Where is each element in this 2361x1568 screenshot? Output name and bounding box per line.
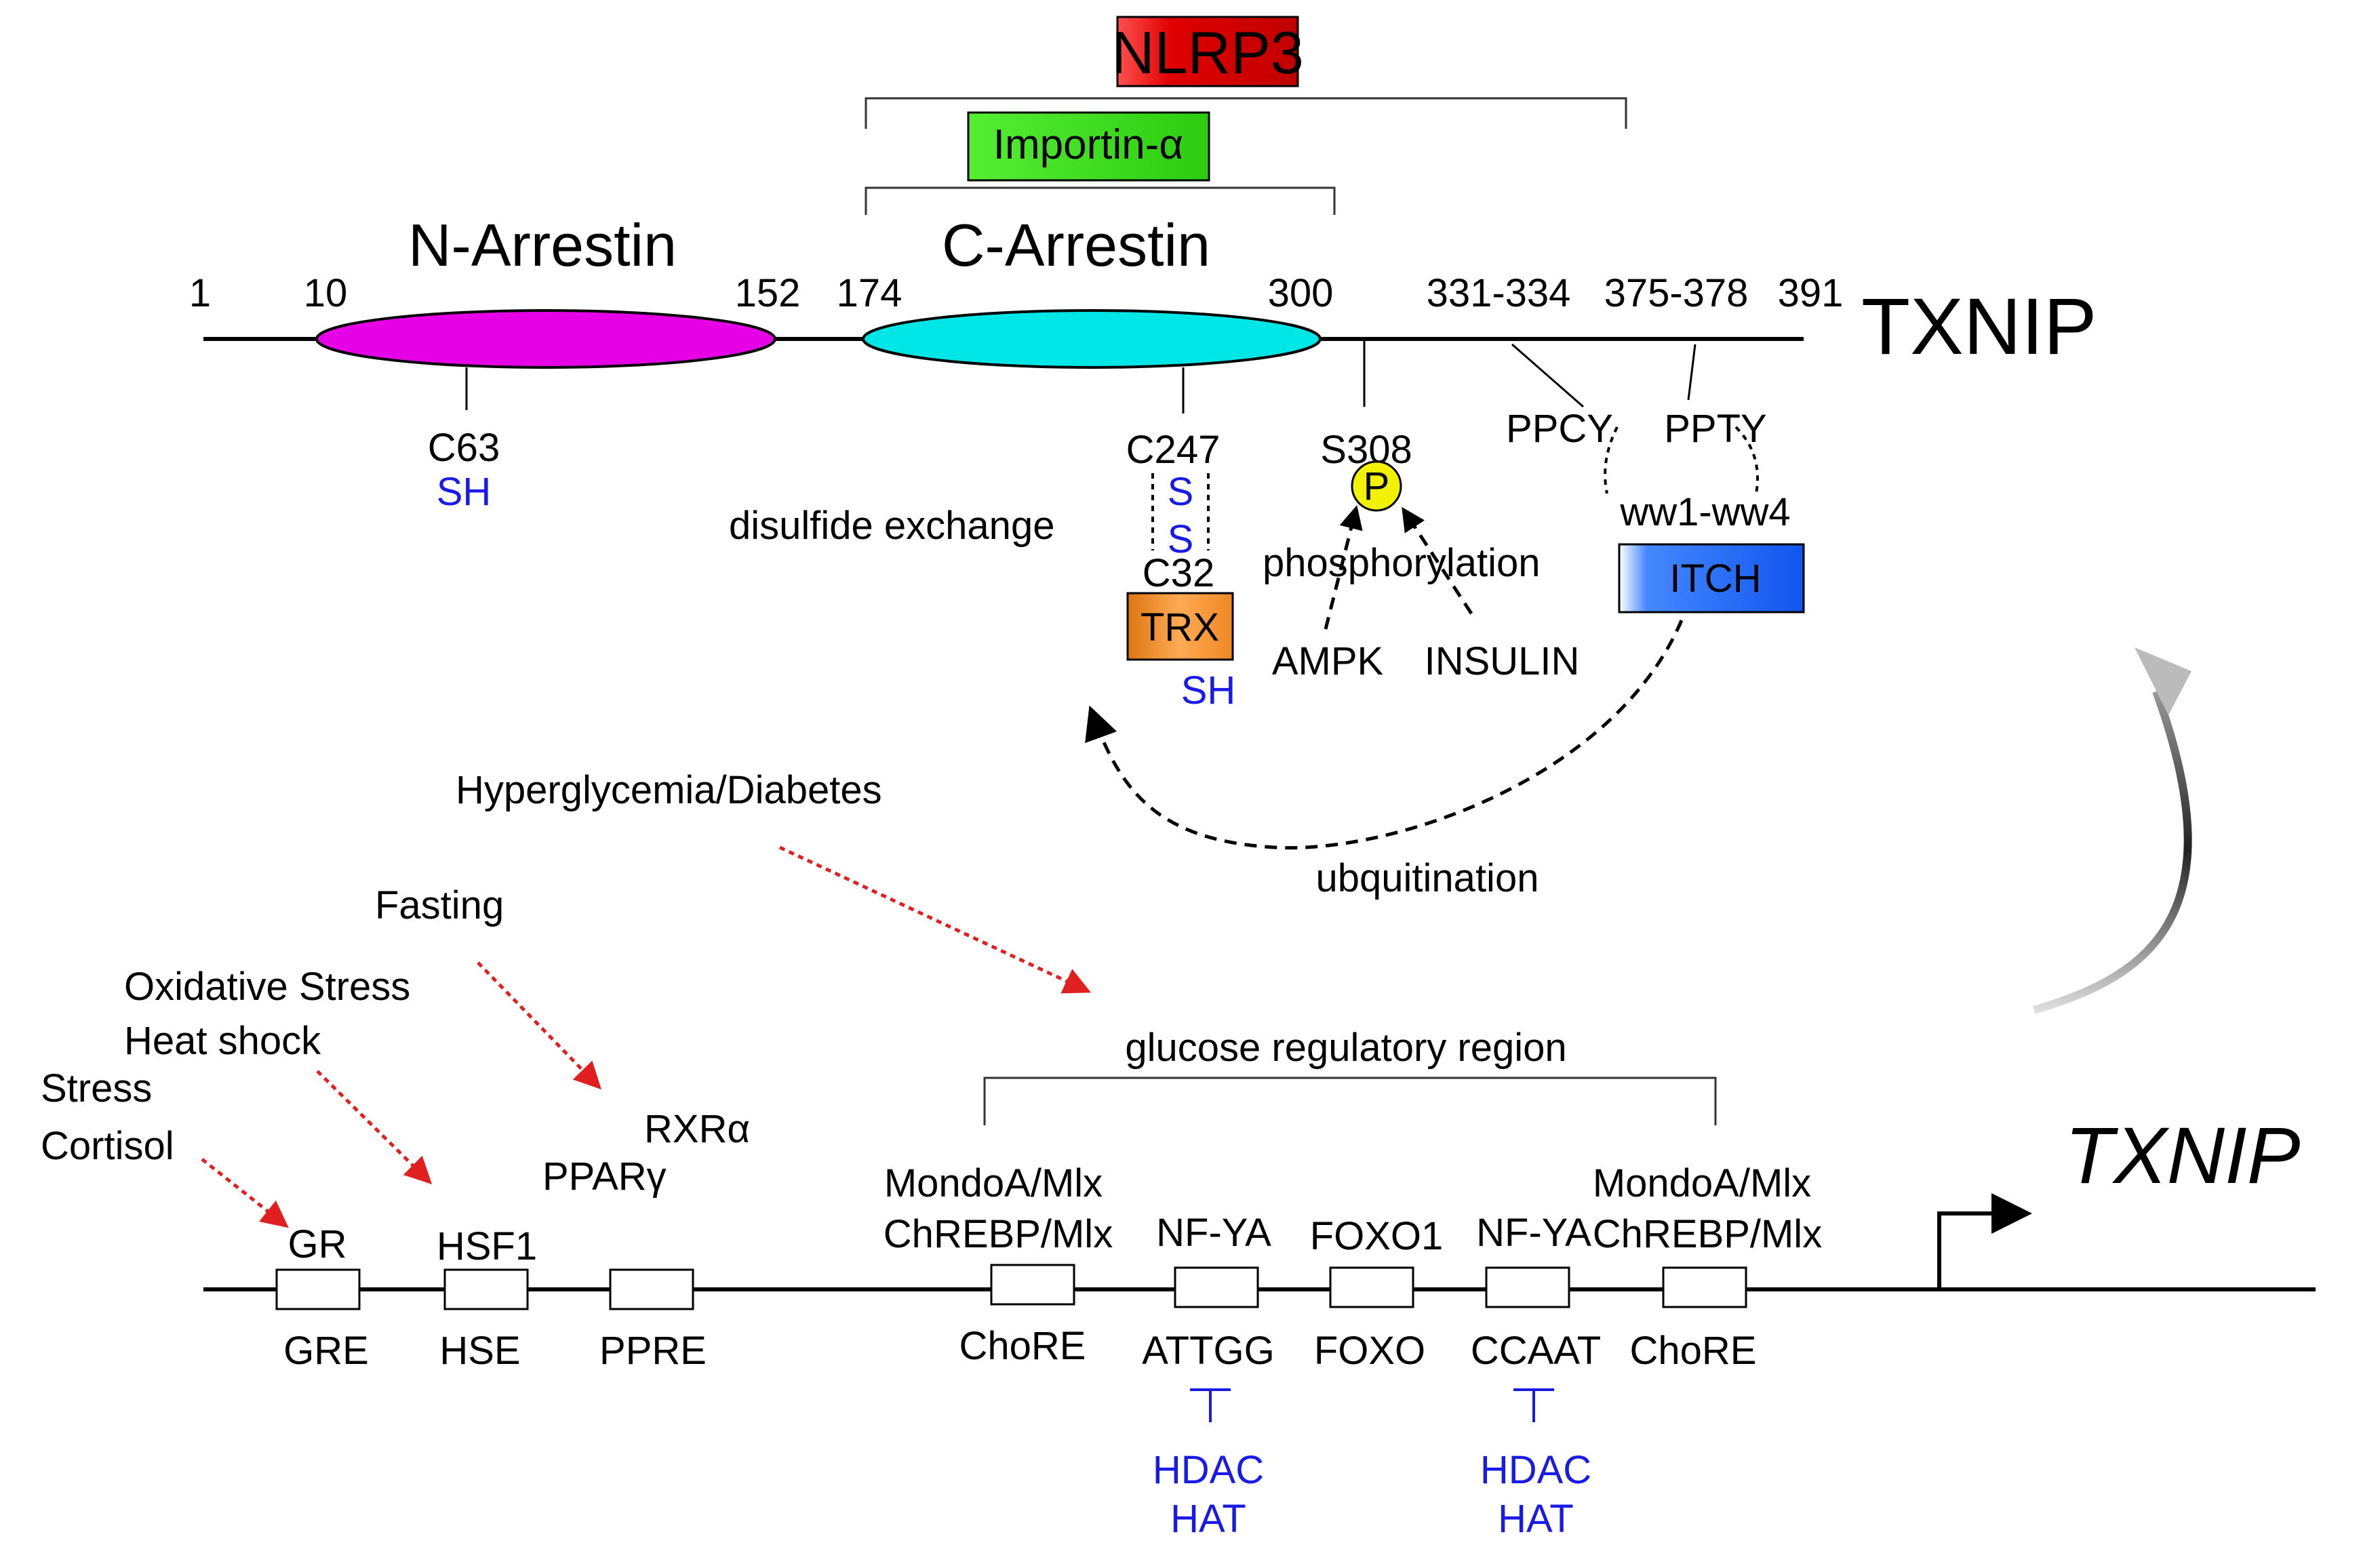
importin-label: Importin-α <box>993 121 1183 168</box>
ppty-tick <box>1687 344 1697 401</box>
hdac-label-1: HDAC <box>1153 1448 1264 1492</box>
ccaat-label: CCAAT <box>1471 1329 1601 1373</box>
ppty-label: PPTY <box>1664 407 1767 451</box>
heat-shock-label: Heat shock <box>124 1019 321 1063</box>
oxidative-stress-label: Oxidative Stress <box>124 965 410 1009</box>
ppty-ww-link <box>1734 426 1759 494</box>
glucose-region-label: glucose regulatory region <box>1125 1026 1566 1070</box>
cortisol-label: Cortisol <box>41 1124 174 1168</box>
c-arrestin-domain <box>862 309 1322 369</box>
fasting-arrow <box>477 961 601 1090</box>
pos-10: 10 <box>304 271 348 315</box>
cortisol-arrow <box>201 1158 289 1228</box>
insulin-label: INSULIN <box>1425 639 1580 683</box>
c63-label: C63 <box>428 426 500 470</box>
expression-arrow <box>2033 689 2192 1014</box>
nlrp3-box <box>1116 16 1299 87</box>
phospho-badge-label: P <box>1364 464 1390 508</box>
oxidative-arrow <box>316 1070 433 1185</box>
mondo-label-2: MondoA/Mlx <box>1593 1161 1811 1205</box>
hsf1-label: HSF1 <box>437 1224 537 1268</box>
phosphorylation-label: phosphorylation <box>1263 541 1541 585</box>
ppcy-tick <box>1511 343 1584 408</box>
importin-bracket <box>865 186 1336 215</box>
pos-300: 300 <box>1268 271 1334 315</box>
pos-375-378: 375-378 <box>1604 271 1749 315</box>
ppre-label: PPRE <box>599 1329 707 1373</box>
itch-label: ITCH <box>1669 557 1761 601</box>
glucose-region-bracket <box>983 1077 1717 1125</box>
sulfur-bottom: S <box>1168 517 1194 561</box>
foxo-label: FOXO <box>1314 1329 1425 1373</box>
ubiquitination-arrow <box>1085 620 1684 850</box>
nfya-label-1: NF-YA <box>1156 1211 1271 1255</box>
hyperglycemia-arrow <box>778 845 1092 994</box>
ppcy-label: PPCY <box>1506 407 1613 451</box>
pos-391: 391 <box>1778 271 1844 315</box>
trx-label: TRX <box>1140 605 1219 649</box>
hdac-label-2: HDAC <box>1480 1448 1591 1492</box>
ppre-site <box>609 1268 694 1310</box>
ww1-ww4-label: ww1-ww4 <box>1619 490 1790 534</box>
itch-box <box>1618 543 1805 614</box>
c-arrestin-label: C-Arrestin <box>942 212 1210 279</box>
attgg-site <box>1174 1266 1259 1308</box>
foxo1-label: FOXO1 <box>1310 1214 1444 1258</box>
gr-label: GR <box>288 1222 347 1266</box>
gre-label: GRE <box>283 1329 369 1373</box>
chrebp-label-2: ChREBP/Mlx <box>1593 1212 1822 1256</box>
attgg-label: ATTGG <box>1142 1329 1274 1373</box>
tss-arrow <box>1937 1193 2032 1289</box>
sh-label-c63: SH <box>437 470 492 514</box>
inhibition-mark-1 <box>1190 1388 1231 1422</box>
expression-arrowhead <box>2135 647 2191 715</box>
chrebp-label-1: ChREBP/Mlx <box>884 1212 1113 1256</box>
nfya-label-2: NF-YA <box>1476 1211 1591 1255</box>
ampk-arrow <box>1324 505 1363 630</box>
c247-label: C247 <box>1126 428 1221 472</box>
hat-label-1: HAT <box>1170 1497 1246 1541</box>
hat-label-2: HAT <box>1498 1497 1574 1541</box>
disulfide-exchange-label: disulfide exchange <box>729 504 1054 548</box>
protein-title: TXNIP <box>1861 282 2097 371</box>
pos-331-334: 331-334 <box>1427 271 1571 315</box>
n-arrestin-label: N-Arrestin <box>408 212 677 279</box>
nlrp3-bracket <box>865 97 1627 129</box>
chore-site-2 <box>1662 1266 1747 1308</box>
ampk-label: AMPK <box>1272 639 1384 683</box>
pos-152: 152 <box>735 271 801 315</box>
n-arrestin-domain <box>315 309 776 369</box>
foxo-site <box>1329 1266 1414 1308</box>
ppar-label: PPARγ <box>542 1154 667 1199</box>
rxr-label: RXRα <box>644 1107 750 1151</box>
ubiquitination-label: ubquitination <box>1316 856 1539 900</box>
trx-box <box>1126 592 1234 661</box>
pos-1: 1 <box>189 271 211 315</box>
nlrp3-label: NLRP3 <box>1111 19 1304 86</box>
hse-site <box>443 1268 529 1310</box>
fasting-label: Fasting <box>375 883 504 927</box>
sulfur-top: S <box>1168 470 1194 514</box>
insulin-arrow <box>1402 506 1473 615</box>
stress-label: Stress <box>41 1066 152 1110</box>
hse-label: HSE <box>439 1329 520 1373</box>
gene-title: TXNIP <box>2065 1111 2301 1201</box>
pos-174: 174 <box>837 271 902 315</box>
inhibition-mark-2 <box>1513 1388 1554 1422</box>
hyperglycemia-label: Hyperglycemia/Diabetes <box>456 768 882 812</box>
mondo-label-1: MondoA/Mlx <box>884 1161 1103 1205</box>
importin-box <box>967 111 1210 182</box>
chore-label-1: ChoRE <box>959 1324 1086 1368</box>
phospho-badge <box>1351 460 1402 512</box>
c32-label: C32 <box>1143 551 1214 595</box>
chore-site-1 <box>990 1264 1075 1306</box>
gre-site <box>275 1268 361 1310</box>
sh-label-trx: SH <box>1181 668 1236 712</box>
ccaat-site <box>1485 1266 1570 1308</box>
chore-label-2: ChoRE <box>1630 1329 1757 1373</box>
ppcy-ww-link <box>1604 426 1619 494</box>
